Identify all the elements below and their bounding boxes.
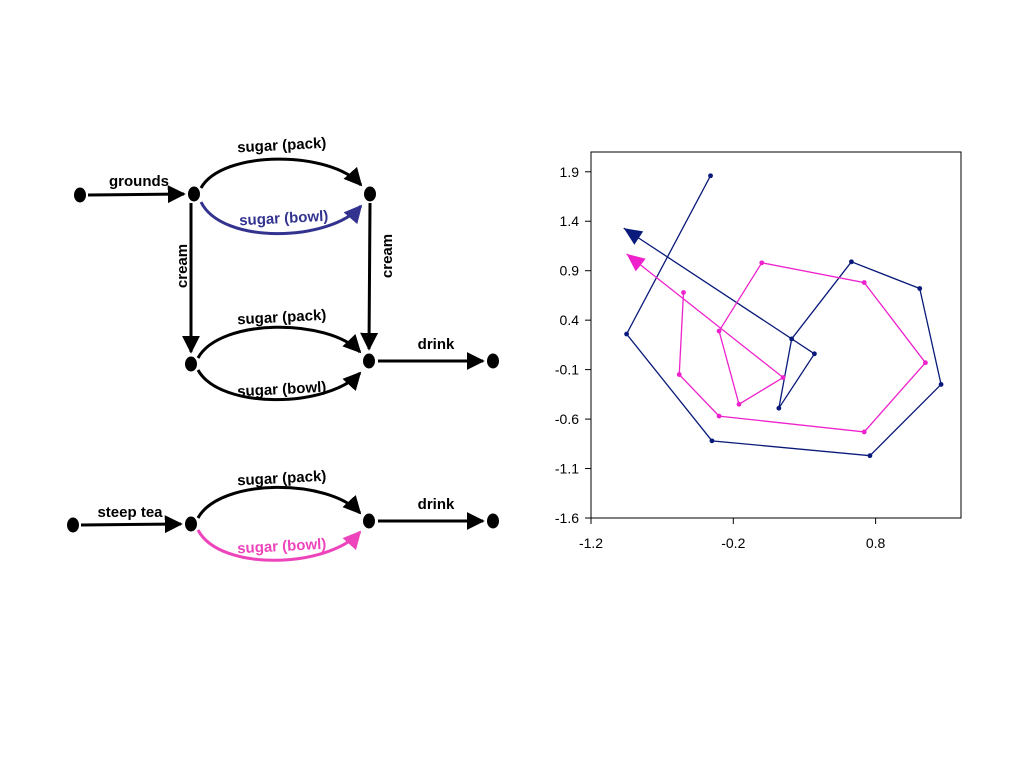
data-point — [789, 336, 795, 342]
label-sugar-bowl-top: sugar (bowl) — [239, 208, 329, 230]
series-0 — [623, 173, 944, 459]
data-point — [716, 413, 722, 419]
y-tick-label: -0.6 — [555, 411, 579, 427]
edge-steep-tea — [80, 515, 183, 534]
y-tick-label: -1.6 — [555, 510, 579, 526]
label-grounds: grounds — [109, 173, 169, 190]
edge-sugar-pack-tea — [196, 485, 362, 519]
flow-diagram: grounds sugar (pack) sugar (bowl) cream … — [67, 135, 499, 562]
label-sugar-pack-mid: sugar (pack) — [237, 307, 327, 329]
x-tick-label: -0.2 — [721, 535, 745, 551]
data-point — [708, 173, 713, 179]
edge-sugar-pack-mid — [196, 325, 362, 359]
y-tick-label: 1.9 — [560, 164, 580, 180]
node-creamed — [185, 356, 197, 372]
label-sugar-pack-tea: sugar (pack) — [237, 468, 327, 490]
x-tick-label: 0.8 — [866, 535, 886, 551]
node-end-tea — [487, 513, 499, 529]
node-start-tea — [67, 517, 79, 533]
label-sugar-pack-top: sugar (pack) — [237, 135, 327, 157]
edge-sugar-bowl-tea — [196, 529, 362, 562]
label-cream-left: cream — [174, 244, 191, 288]
plot-frame — [590, 151, 962, 519]
label-sugar-bowl-mid: sugar (bowl) — [237, 379, 327, 401]
axis-ticks: -1.2 -0.2 0.8 1.9 1.4 0.9 0.4 -0.1 -0.6 -1.1 -1.6 — [555, 164, 886, 551]
node-grounds — [188, 186, 200, 202]
data-point — [759, 260, 765, 266]
node-steeped — [185, 516, 197, 532]
node-start-coffee — [74, 187, 86, 203]
data-point — [676, 372, 682, 377]
data-point — [709, 438, 715, 444]
series-arrowhead — [626, 253, 646, 272]
data-point — [716, 328, 722, 334]
data-point — [861, 429, 867, 435]
edge-grounds — [87, 185, 186, 204]
y-tick-label: 1.4 — [560, 213, 580, 229]
data-point — [938, 382, 944, 387]
edge-sugar-bowl-top — [199, 201, 363, 236]
y-tick-label: -1.1 — [555, 461, 579, 477]
data-point — [923, 360, 928, 366]
label-drink-tea: drink — [418, 496, 455, 513]
label-steep-tea: steep tea — [97, 504, 163, 521]
data-point — [849, 259, 854, 265]
node-end-coffee — [487, 353, 499, 369]
data-point — [776, 405, 782, 411]
data-point — [917, 286, 923, 291]
label-drink-coffee: drink — [418, 336, 455, 353]
y-tick-label: 0.4 — [560, 312, 580, 328]
node-ready — [363, 353, 375, 369]
data-point — [812, 351, 817, 357]
series-line — [626, 253, 927, 433]
edge-cream-right — [360, 202, 379, 351]
series-layer — [623, 173, 944, 459]
node-sugared — [364, 186, 376, 202]
data-point — [780, 375, 786, 380]
y-tick-label: -0.1 — [555, 362, 579, 378]
x-tick-label: -1.2 — [579, 535, 603, 551]
series-arrowhead — [623, 228, 644, 245]
trajectory-chart: -1.2 -0.2 0.8 1.9 1.4 0.9 0.4 -0.1 -0.6 -1.1 -1.6 — [555, 151, 962, 551]
data-point — [624, 331, 629, 337]
label-sugar-bowl-tea: sugar (bowl) — [237, 536, 327, 558]
data-point — [861, 280, 867, 285]
edge-sugar-pack-top — [199, 157, 363, 189]
y-tick-label: 0.9 — [560, 263, 580, 279]
edge-sugar-bowl-mid — [196, 369, 362, 402]
data-point — [867, 453, 873, 459]
data-point — [736, 401, 742, 407]
node-tea-sugared — [363, 513, 375, 529]
series-1 — [626, 253, 928, 435]
data-point — [681, 290, 686, 295]
label-cream-right: cream — [379, 234, 396, 278]
series-line — [623, 175, 942, 457]
